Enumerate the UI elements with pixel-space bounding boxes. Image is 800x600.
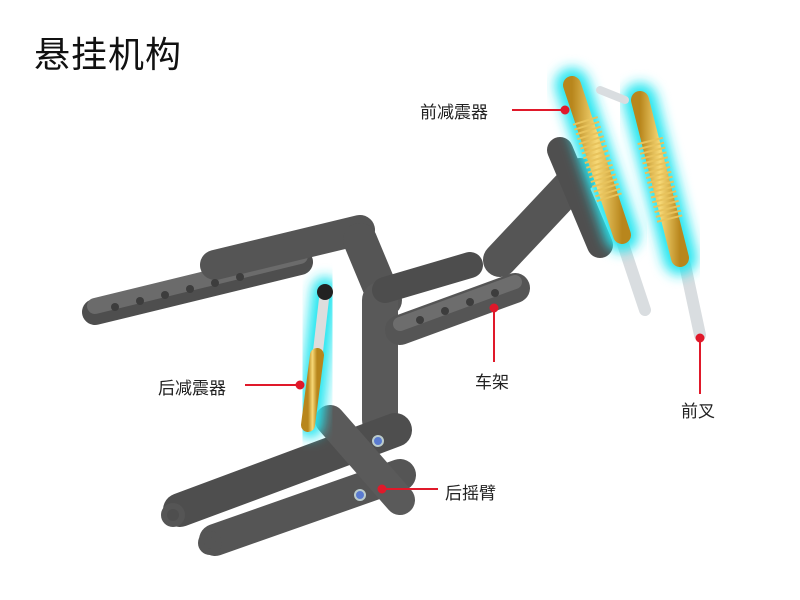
label-rear-swingarm: 后摇臂 [445, 484, 496, 504]
rear-shock [297, 277, 338, 438]
label-rear-shock: 后减震器 [158, 379, 226, 399]
front-shocks [555, 68, 697, 275]
frame [82, 137, 613, 438]
page-title: 悬挂机构 [34, 35, 183, 76]
rear-swingarm [161, 405, 416, 556]
leader-lines [245, 105, 705, 494]
label-front-shock: 前减震器 [420, 103, 488, 123]
label-frame: 车架 [475, 373, 509, 393]
label-front-fork: 前叉 [681, 402, 715, 422]
